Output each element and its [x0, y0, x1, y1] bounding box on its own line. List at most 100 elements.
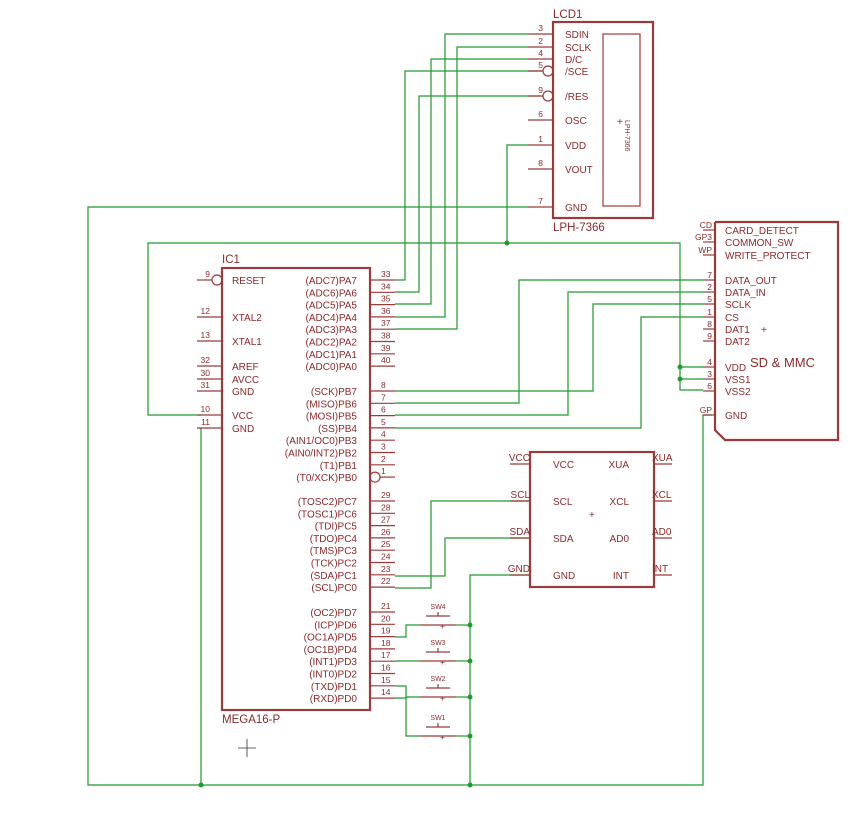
rtc-right-pin-name: XUA: [608, 460, 629, 471]
sd-pin-name: DAT1: [725, 325, 750, 336]
wire-pb4-cs: [395, 316, 703, 429]
wire-pb7-sclk: [395, 303, 703, 392]
lcd-pin-number: 6: [538, 109, 543, 119]
mcu-right-pin-name: (OC2)PD7: [310, 608, 357, 619]
lcd-pin-number: 9: [538, 85, 543, 95]
rtc-right-net-label: INT: [652, 564, 668, 575]
mcu-right-pin-name: (ADC1)PA1: [306, 350, 358, 361]
wire-pa6-sce: [395, 95, 543, 293]
wire-sda: [395, 537, 530, 577]
sd-pin-name: DAT2: [725, 337, 750, 348]
rtc-pins: VCCVCCSCLSCLSDASDAGNDGNDXUAXUAXCLXCLAD0A…: [508, 453, 673, 582]
sd-pin-number: 7: [707, 270, 712, 280]
rtc-right-net-label: XUA: [652, 453, 673, 464]
mcu-right-pin-name: (ADC0)PA0: [306, 362, 358, 373]
mcu-pb0-inverter: [369, 471, 381, 483]
wire-pd5-sw4: [395, 624, 420, 638]
mcu-right-pin-number: 29: [381, 490, 391, 500]
lcd-component: LCD1 LPH-7366 LPH-7366 + 3SDIN2SCLK4D/C5…: [528, 9, 655, 234]
mcu-right-pin-name: (MISO)PB6: [306, 399, 358, 410]
junction-sw4-gnd: [467, 622, 473, 628]
rtc-right-pin-name: XCL: [610, 497, 630, 508]
origin-cross: [238, 739, 256, 757]
mcu-left-pin-number: 30: [201, 368, 211, 378]
junction-mcu-gnd: [198, 782, 204, 788]
sd-pin-name: VSS2: [725, 387, 751, 398]
lcd-pin-inverter: [542, 90, 554, 102]
mcu-right-pin-number: 25: [381, 539, 391, 549]
sd-pin-number: 2: [707, 282, 712, 292]
mcu-left-pin-number: 13: [201, 330, 211, 340]
mcu-right-pin-name: (TOSC1)PC6: [298, 509, 358, 520]
mcu-right-pin-name: (TDO)PC4: [310, 534, 358, 545]
lcd-ref: LCD1: [553, 9, 582, 21]
mcu-right-pin-number: 35: [381, 294, 391, 304]
mcu-left-pin-name: VCC: [232, 411, 253, 422]
lcd-pins: 3SDIN2SCLK4D/C5/SCE9/RES6OSC1VDD8VOUT7GN…: [528, 23, 593, 214]
switch-sw3: SW3+: [420, 640, 456, 667]
mcu-right-pin-number: 8: [381, 380, 386, 390]
mcu-left-pin-name: RESET: [232, 276, 265, 287]
sd-pin-number: WP: [698, 245, 712, 255]
mcu-right-pin-number: 27: [381, 515, 391, 525]
rtc-left-pin-name: VCC: [553, 460, 574, 471]
mcu-right-pin-name: (TOSC2)PC7: [298, 497, 358, 508]
mcu-left-pin-name: GND: [232, 424, 254, 435]
mcu-ref: IC1: [222, 254, 240, 266]
mcu-right-pin-name: (INT1)PD3: [309, 657, 357, 668]
sd-pin-number: GP3: [695, 232, 712, 242]
sd-body: [713, 220, 840, 442]
wire-pa4-sclk: [395, 33, 528, 318]
mcu-right-pin-name: (ADC5)PA5: [306, 301, 358, 312]
rtc-origin-mark: +: [589, 510, 595, 521]
mcu-right-pin-number: 5: [381, 417, 386, 427]
sd-pin-number: 5: [707, 294, 712, 304]
mcu-right-pin-number: 23: [381, 564, 391, 574]
junction-sw2-gnd: [467, 694, 473, 700]
lcd-pin-name: OSC: [565, 116, 587, 127]
mcu-right-pin-name: (SCK)PB7: [311, 387, 358, 398]
mcu-left-pin-number: 32: [201, 355, 211, 365]
mcu-right-pin-number: 38: [381, 331, 391, 341]
lcd-display-window: [602, 33, 641, 207]
mcu-left-pin-name: AREF: [232, 362, 259, 373]
rtc-left-pin-name: SCL: [553, 497, 573, 508]
switch-sw1: SW1+: [420, 715, 456, 742]
mcu-right-pin-number: 19: [381, 626, 391, 636]
sd-pin-number: 8: [707, 319, 712, 329]
sd-pin-name: VDD: [725, 363, 746, 374]
mcu-left-pin-number: 9: [205, 269, 210, 279]
junction-vcc-lcd: [504, 240, 510, 246]
lcd-pin-number: 4: [538, 48, 543, 58]
mcu-right-pin-name: (ADC3)PA3: [306, 325, 358, 336]
mcu-left-pin-number: 11: [201, 417, 210, 427]
sd-pin-number: CD: [700, 220, 712, 230]
mcu-right-pin-name: (SCL)PC0: [311, 583, 357, 594]
mcu-right-pin-name: (T1)PB1: [320, 461, 358, 472]
mcu-right-pin-number: 26: [381, 527, 391, 537]
mcu-right-pin-name: (TMS)PC3: [310, 546, 358, 557]
rtc-left-pin-name: GND: [553, 571, 575, 582]
mcu-left-pin-number: 10: [201, 404, 211, 414]
mcu-value: MEGA16-P: [222, 714, 280, 726]
sd-value: SD & MMC: [750, 355, 815, 370]
switch-ref: SW1: [430, 715, 445, 722]
lcd-pin-name: VDD: [565, 141, 586, 152]
lcd-pin-number: 1: [538, 134, 543, 144]
rtc-body: [528, 450, 656, 589]
mcu-right-pin-name: (ADC7)PA7: [306, 276, 358, 287]
sd-pin-number: 1: [707, 307, 712, 317]
lcd-body-text: LPH-7366: [623, 120, 630, 152]
mcu-right-pin-name: (TCK)PC2: [311, 559, 358, 570]
lcd-pin-number: 7: [538, 196, 543, 206]
rtc-left-net-label: SDA: [509, 527, 530, 538]
junction-sw3-gnd: [467, 658, 473, 664]
mcu-right-pin-number: 18: [381, 638, 391, 648]
mcu-right-pin-name: (INT0)PD2: [309, 670, 357, 681]
wire-pb5-datain: [395, 291, 703, 416]
wires: [87, 33, 712, 788]
mcu-right-pin-name: (T0/XCK)PB0: [296, 473, 357, 484]
rtc-right-pin-name: INT: [613, 571, 629, 582]
mcu-left-pin-number: 31: [201, 380, 211, 390]
switch-ref: SW3: [430, 640, 445, 647]
